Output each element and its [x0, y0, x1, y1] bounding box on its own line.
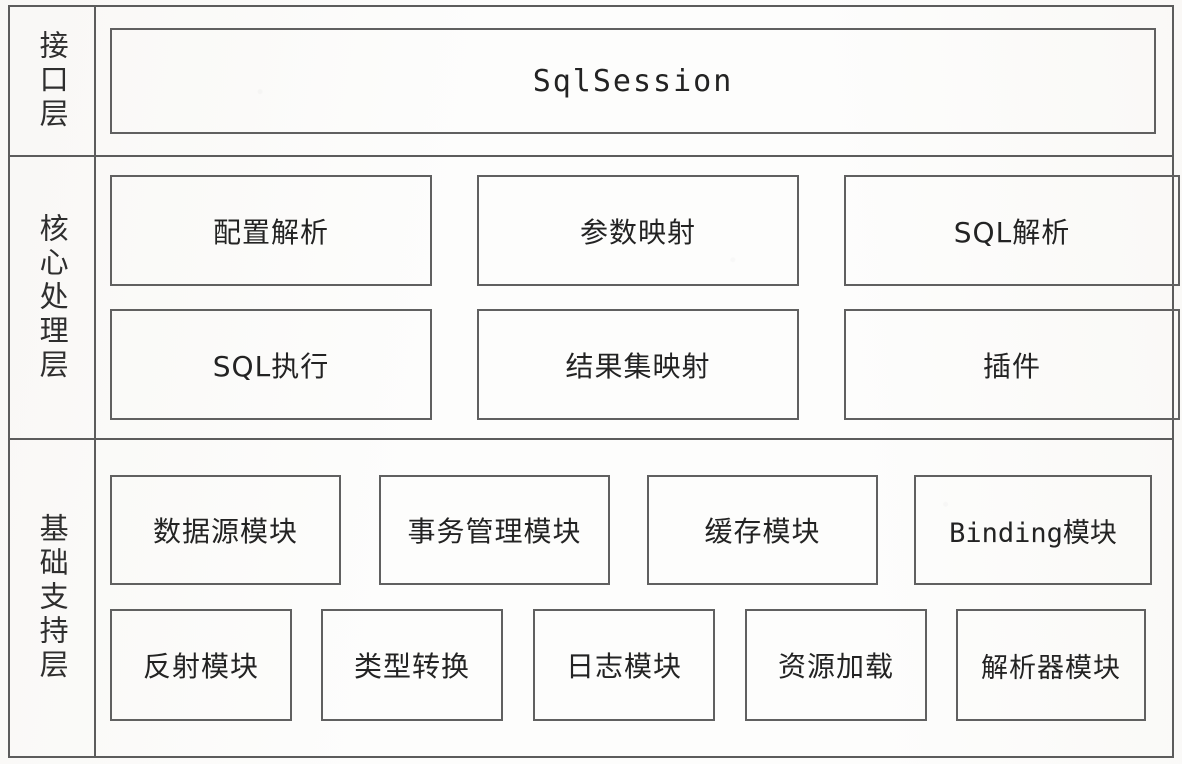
node-box-config-parse[interactable]: 配置解析	[110, 175, 432, 286]
node-box-param-mapping[interactable]: 参数映射	[477, 175, 799, 286]
node-label-logging: 日志模块	[565, 650, 682, 683]
node-label-datasource: 数据源模块	[152, 515, 298, 548]
box-row-core-1: 配置解析 参数映射 SQL解析	[96, 175, 1182, 286]
layer-content-support: 数据源模块 事务管理模块 缓存模块 Binding模块 反射模块	[96, 440, 1172, 756]
node-box-sqlsession[interactable]: SqlSession	[110, 28, 1156, 134]
node-label-param-mapping: 参数映射	[579, 215, 696, 249]
node-label-config-parse: 配置解析	[212, 215, 329, 249]
layer-label-core: 核心处理层	[35, 212, 70, 383]
node-label-plugin: 插件	[982, 349, 1041, 383]
layer-row-interface: 接口层 SqlSession	[10, 7, 1172, 157]
node-box-transaction[interactable]: 事务管理模块	[379, 475, 610, 585]
layer-label-cell-support: 基础支持层	[10, 440, 96, 756]
layer-content-core: 配置解析 参数映射 SQL解析 SQL执行 结果集映射	[96, 157, 1182, 438]
node-box-plugin[interactable]: 插件	[844, 309, 1180, 420]
node-label-sql-parse: SQL解析	[953, 215, 1071, 249]
layer-label-interface: 接口层	[35, 30, 70, 132]
node-box-resultset-mapping[interactable]: 结果集映射	[477, 309, 799, 420]
node-box-resource-loading[interactable]: 资源加载	[745, 609, 927, 721]
layer-label-cell-interface: 接口层	[10, 7, 96, 155]
node-label-sqlsession: SqlSession	[532, 63, 734, 99]
node-label-cache: 缓存模块	[704, 515, 821, 548]
node-label-binding: Binding模块	[949, 517, 1117, 549]
box-row-support-1: 数据源模块 事务管理模块 缓存模块 Binding模块	[96, 475, 1172, 585]
layer-row-support: 基础支持层 数据源模块 事务管理模块 缓存模块 Binding模块	[10, 440, 1172, 756]
node-label-type-conversion: 类型转换	[353, 650, 470, 683]
node-box-reflection[interactable]: 反射模块	[110, 609, 292, 721]
node-box-cache[interactable]: 缓存模块	[647, 475, 878, 585]
node-label-sql-exec: SQL执行	[212, 349, 330, 383]
node-box-sql-exec[interactable]: SQL执行	[110, 309, 432, 420]
layer-label-support: 基础支持层	[35, 513, 70, 683]
layer-content-interface: SqlSession	[96, 7, 1172, 155]
node-box-parser[interactable]: 解析器模块	[956, 609, 1146, 721]
node-label-resource-loading: 资源加载	[777, 650, 894, 683]
node-box-type-conversion[interactable]: 类型转换	[321, 609, 503, 721]
node-box-sql-parse[interactable]: SQL解析	[844, 175, 1180, 286]
node-box-datasource[interactable]: 数据源模块	[110, 475, 341, 585]
node-box-logging[interactable]: 日志模块	[533, 609, 715, 721]
node-label-resultset-mapping: 结果集映射	[565, 349, 711, 383]
node-label-parser: 解析器模块	[981, 652, 1121, 684]
box-row-support-2: 反射模块 类型转换 日志模块 资源加载 解析器模块	[96, 609, 1172, 721]
box-row-core-2: SQL执行 结果集映射 插件	[96, 309, 1182, 420]
node-label-transaction: 事务管理模块	[407, 515, 582, 548]
node-box-binding[interactable]: Binding模块	[914, 475, 1152, 585]
layer-row-core: 核心处理层 配置解析 参数映射 SQL解析 SQL执行	[10, 157, 1180, 440]
node-label-reflection: 反射模块	[142, 650, 259, 683]
layer-label-cell-core: 核心处理层	[10, 157, 96, 438]
box-row-interface-1: SqlSession	[96, 28, 1172, 134]
architecture-diagram: 接口层 SqlSession 核心处理层 配置解析	[8, 5, 1180, 758]
